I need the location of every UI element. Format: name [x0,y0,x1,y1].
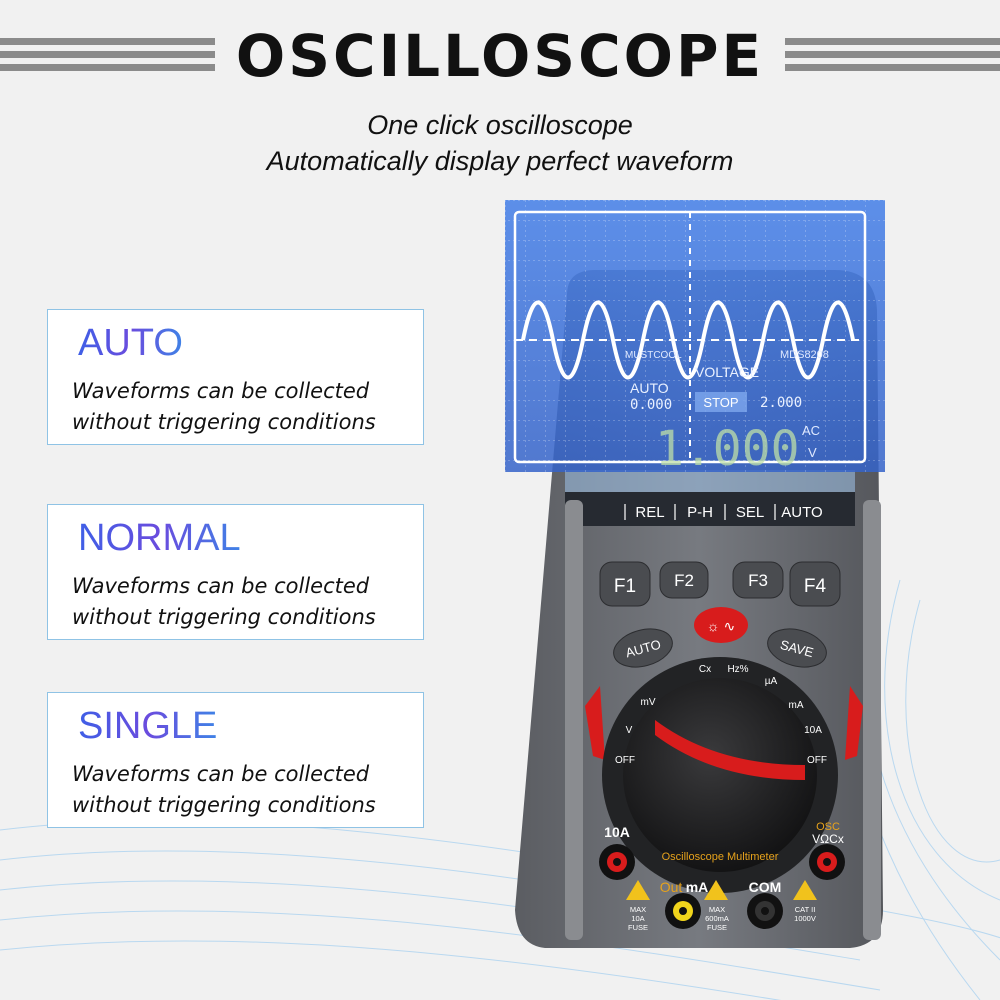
dial-10a: 10A [804,725,822,736]
terminal-ma-label: mA [686,879,709,895]
f3-button[interactable]: F3 [732,561,784,599]
terminal-osc-label: OSC [816,821,840,833]
softkey-rel: REL [635,504,664,521]
dial-ua: µA [765,676,778,687]
right-grip [863,500,881,940]
left-grip [565,500,583,940]
dial-off-right: OFF [807,755,827,766]
terminal-10a-label: 10A [604,824,630,840]
multimeter-illustration: REL P-H SEL AUTO F1 F2 F3 F4 AUTO ☼ ∿ SA… [505,200,885,948]
dial-v: V [626,725,633,736]
dial-hz: Hz% [727,664,748,675]
fuse-left-line: FUSE [628,923,648,932]
svg-text:F4: F4 [804,576,827,597]
fuse-mid-line: MAX [709,905,725,914]
socket-com[interactable] [747,893,783,929]
svg-text:F2: F2 [674,571,694,590]
screen-main-reading: 1.000 [655,421,800,477]
screen-unit: V [808,445,817,460]
page-title: OSCILLOSCOPE [235,22,765,90]
mode-title: SINGLE [78,705,218,747]
mode-desc-line: without triggering conditions [72,793,376,817]
mode-description: Waveforms can be collected without trigg… [72,571,412,633]
mode-desc-line: Waveforms can be collected [72,574,370,598]
stop-badge [695,392,747,412]
terminal-vocx-label: VΩCx [812,832,844,846]
svg-text:F1: F1 [614,576,636,597]
brand-label: MUSTCOOL [625,350,682,361]
svg-text:☼ ∿: ☼ ∿ [707,618,735,634]
dial-arc-text: Oscilloscope Multimeter [662,851,779,863]
mode-card-normal: NORMAL Waveforms can be collected withou… [47,504,424,640]
dial-ma: mA [789,700,804,711]
fuse-left-line: MAX [630,905,646,914]
softkey-auto: AUTO [781,504,822,521]
mode-card-single: SINGLE Waveforms can be collected withou… [47,692,424,828]
save-button[interactable]: SAVE [763,623,830,673]
mode-desc-line: without triggering conditions [72,605,376,629]
socket-vocx[interactable] [809,844,845,880]
f4-button[interactable]: F4 [789,561,841,607]
warning-icon [626,880,817,900]
screen-mode-label: VOLTAGE [695,364,759,380]
cat-rating-line: CAT II [795,905,816,914]
subtitle-line-1: One click oscilloscope [367,110,633,140]
header-stripes-left [0,38,215,80]
backlight-scope-button[interactable]: ☼ ∿ [694,607,748,643]
left-red-accent [585,686,605,760]
rotary-dial[interactable] [623,678,817,872]
screen-right-value: 2.000 [760,395,802,411]
dial-off-left: OFF [615,755,635,766]
subtitle-line-2: Automatically display perfect waveform [266,146,734,176]
terminal-out-label: Out [660,879,683,895]
projection-wedge [505,470,855,492]
mode-desc-line: without triggering conditions [72,410,376,434]
mode-desc-line: Waveforms can be collected [72,379,370,403]
dial-mv: mV [641,697,656,708]
header-stripes-right [785,38,1000,80]
cat-rating-line: 1000V [794,914,816,923]
screen-left-value: 0.000 [630,397,672,413]
screen-stop-label: STOP [703,395,738,410]
terminal-com-label: COM [749,879,782,895]
fuse-mid-line: 600mA [705,914,729,923]
svg-text:F3: F3 [748,571,768,590]
socket-10a[interactable] [599,844,635,880]
mode-description: Waveforms can be collected without trigg… [72,759,412,821]
mode-desc-line: Waveforms can be collected [72,762,370,786]
dial-cx: Cx [699,664,711,675]
auto-button[interactable]: AUTO [609,623,676,673]
f1-button[interactable]: F1 [599,561,651,607]
mode-description: Waveforms can be collected without trigg… [72,376,412,438]
fuse-mid-line: FUSE [707,923,727,932]
right-red-accent [845,686,863,760]
dial-pointer [655,720,805,780]
mode-card-auto: AUTO Waveforms can be collected without … [47,309,424,445]
softkey-ph: P-H [687,504,713,521]
f2-button[interactable]: F2 [659,561,709,599]
softkey-sel: SEL [736,504,764,521]
model-label: MDS8208 [780,349,829,361]
oscilloscope-screen: MUSTCOOL MDS8208 VOLTAGE AUTO 0.000 STOP… [505,200,885,477]
socket-ma[interactable] [665,893,701,929]
softkey-bar [565,492,855,526]
sine-waveform [521,300,855,380]
mode-title: NORMAL [78,517,241,559]
screen-unit-type: AC [802,423,820,438]
screen-trigger-label: AUTO [630,380,669,396]
mode-title: AUTO [78,322,183,364]
fuse-left-line: 10A [631,914,644,923]
